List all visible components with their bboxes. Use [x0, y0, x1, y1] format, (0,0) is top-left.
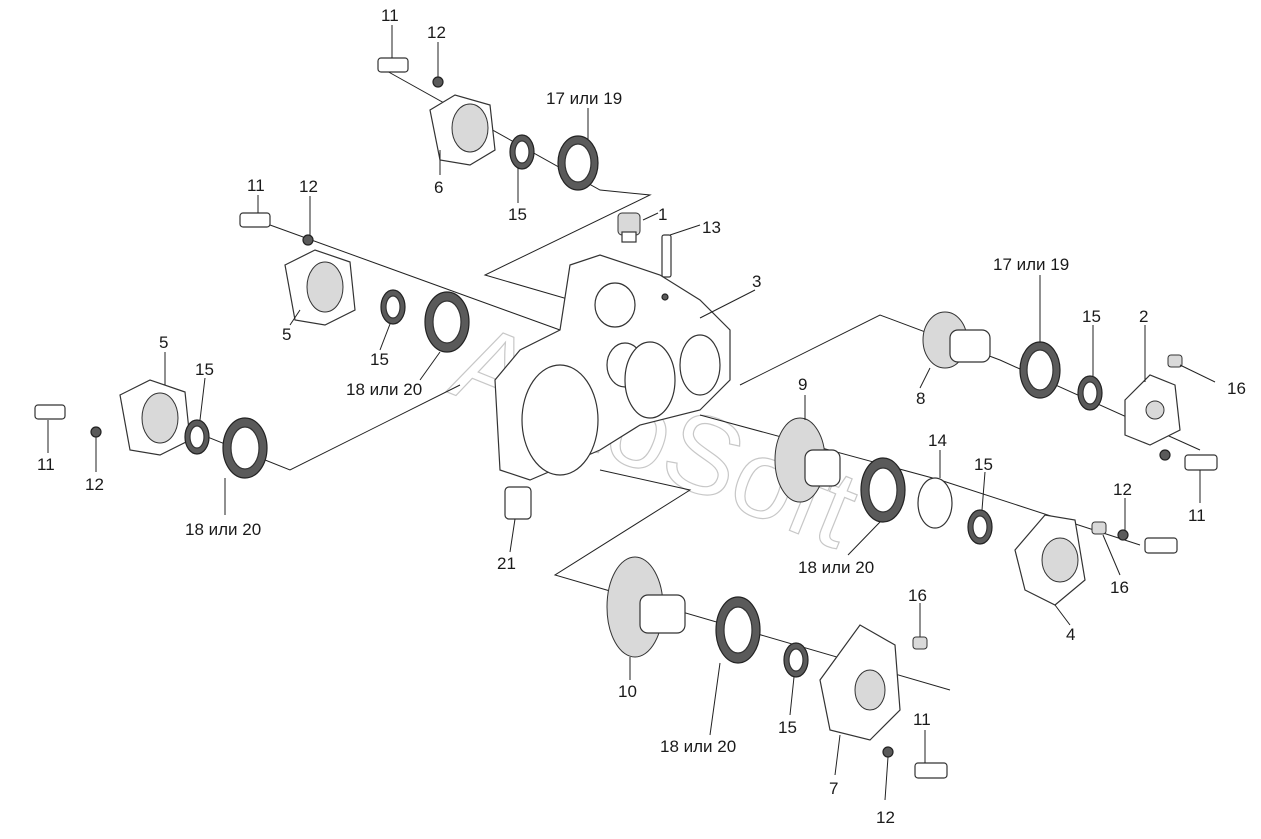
callout-12: 12 [299, 177, 318, 196]
callout-11: 11 [37, 455, 55, 474]
callout-14: 14 [928, 431, 947, 450]
callout-15: 15 [1082, 307, 1101, 326]
callout-16: 16 [908, 586, 927, 605]
callout-18-or-20: 18 или 20 [346, 380, 422, 399]
callout-labels: 11 12 17 или 19 6 15 1 13 11 12 3 17 или… [37, 6, 1246, 827]
callout-11: 11 [247, 176, 265, 195]
callout-5: 5 [282, 325, 291, 344]
lower-left-group [34, 379, 268, 479]
bottom-group [606, 556, 948, 779]
leader-lines [47, 25, 1216, 801]
callout-5: 5 [159, 333, 168, 352]
callout-12: 12 [1113, 480, 1132, 499]
callout-15: 15 [974, 455, 993, 474]
callout-18-or-20: 18 или 20 [185, 520, 261, 539]
callout-3: 3 [752, 272, 761, 291]
callout-11: 11 [913, 710, 931, 729]
callout-8: 8 [916, 389, 925, 408]
callout-12: 12 [427, 23, 446, 42]
middle-left-group [239, 212, 470, 353]
pin-part-13 [661, 234, 672, 278]
gearbox-housing [494, 254, 731, 481]
bushing-part-21 [504, 486, 532, 520]
callout-9: 9 [798, 375, 807, 394]
callout-10: 10 [618, 682, 637, 701]
top-group [377, 57, 599, 191]
callout-15: 15 [508, 205, 527, 224]
callout-11: 11 [381, 6, 399, 25]
callout-16: 16 [1227, 379, 1246, 398]
callout-7: 7 [829, 779, 838, 798]
callout-15: 15 [778, 718, 797, 737]
callout-18-or-20: 18 или 20 [798, 558, 874, 577]
callout-16: 16 [1110, 578, 1129, 597]
middle-right-group [774, 417, 1178, 606]
callout-15: 15 [195, 360, 214, 379]
callout-18-or-20: 18 или 20 [660, 737, 736, 756]
callout-17-or-19: 17 или 19 [546, 89, 622, 108]
callout-12: 12 [876, 808, 895, 827]
right-group [922, 311, 1218, 471]
callout-17-or-19: 17 или 19 [993, 255, 1069, 274]
callout-2: 2 [1139, 307, 1148, 326]
callout-12: 12 [85, 475, 104, 494]
plug-part-1 [617, 212, 641, 243]
callout-4: 4 [1066, 625, 1075, 644]
callout-21: 21 [497, 554, 516, 573]
callout-15: 15 [370, 350, 389, 369]
callout-6: 6 [434, 178, 443, 197]
callout-11: 11 [1188, 506, 1206, 525]
callout-1: 1 [658, 205, 667, 224]
callout-13: 13 [702, 218, 721, 237]
